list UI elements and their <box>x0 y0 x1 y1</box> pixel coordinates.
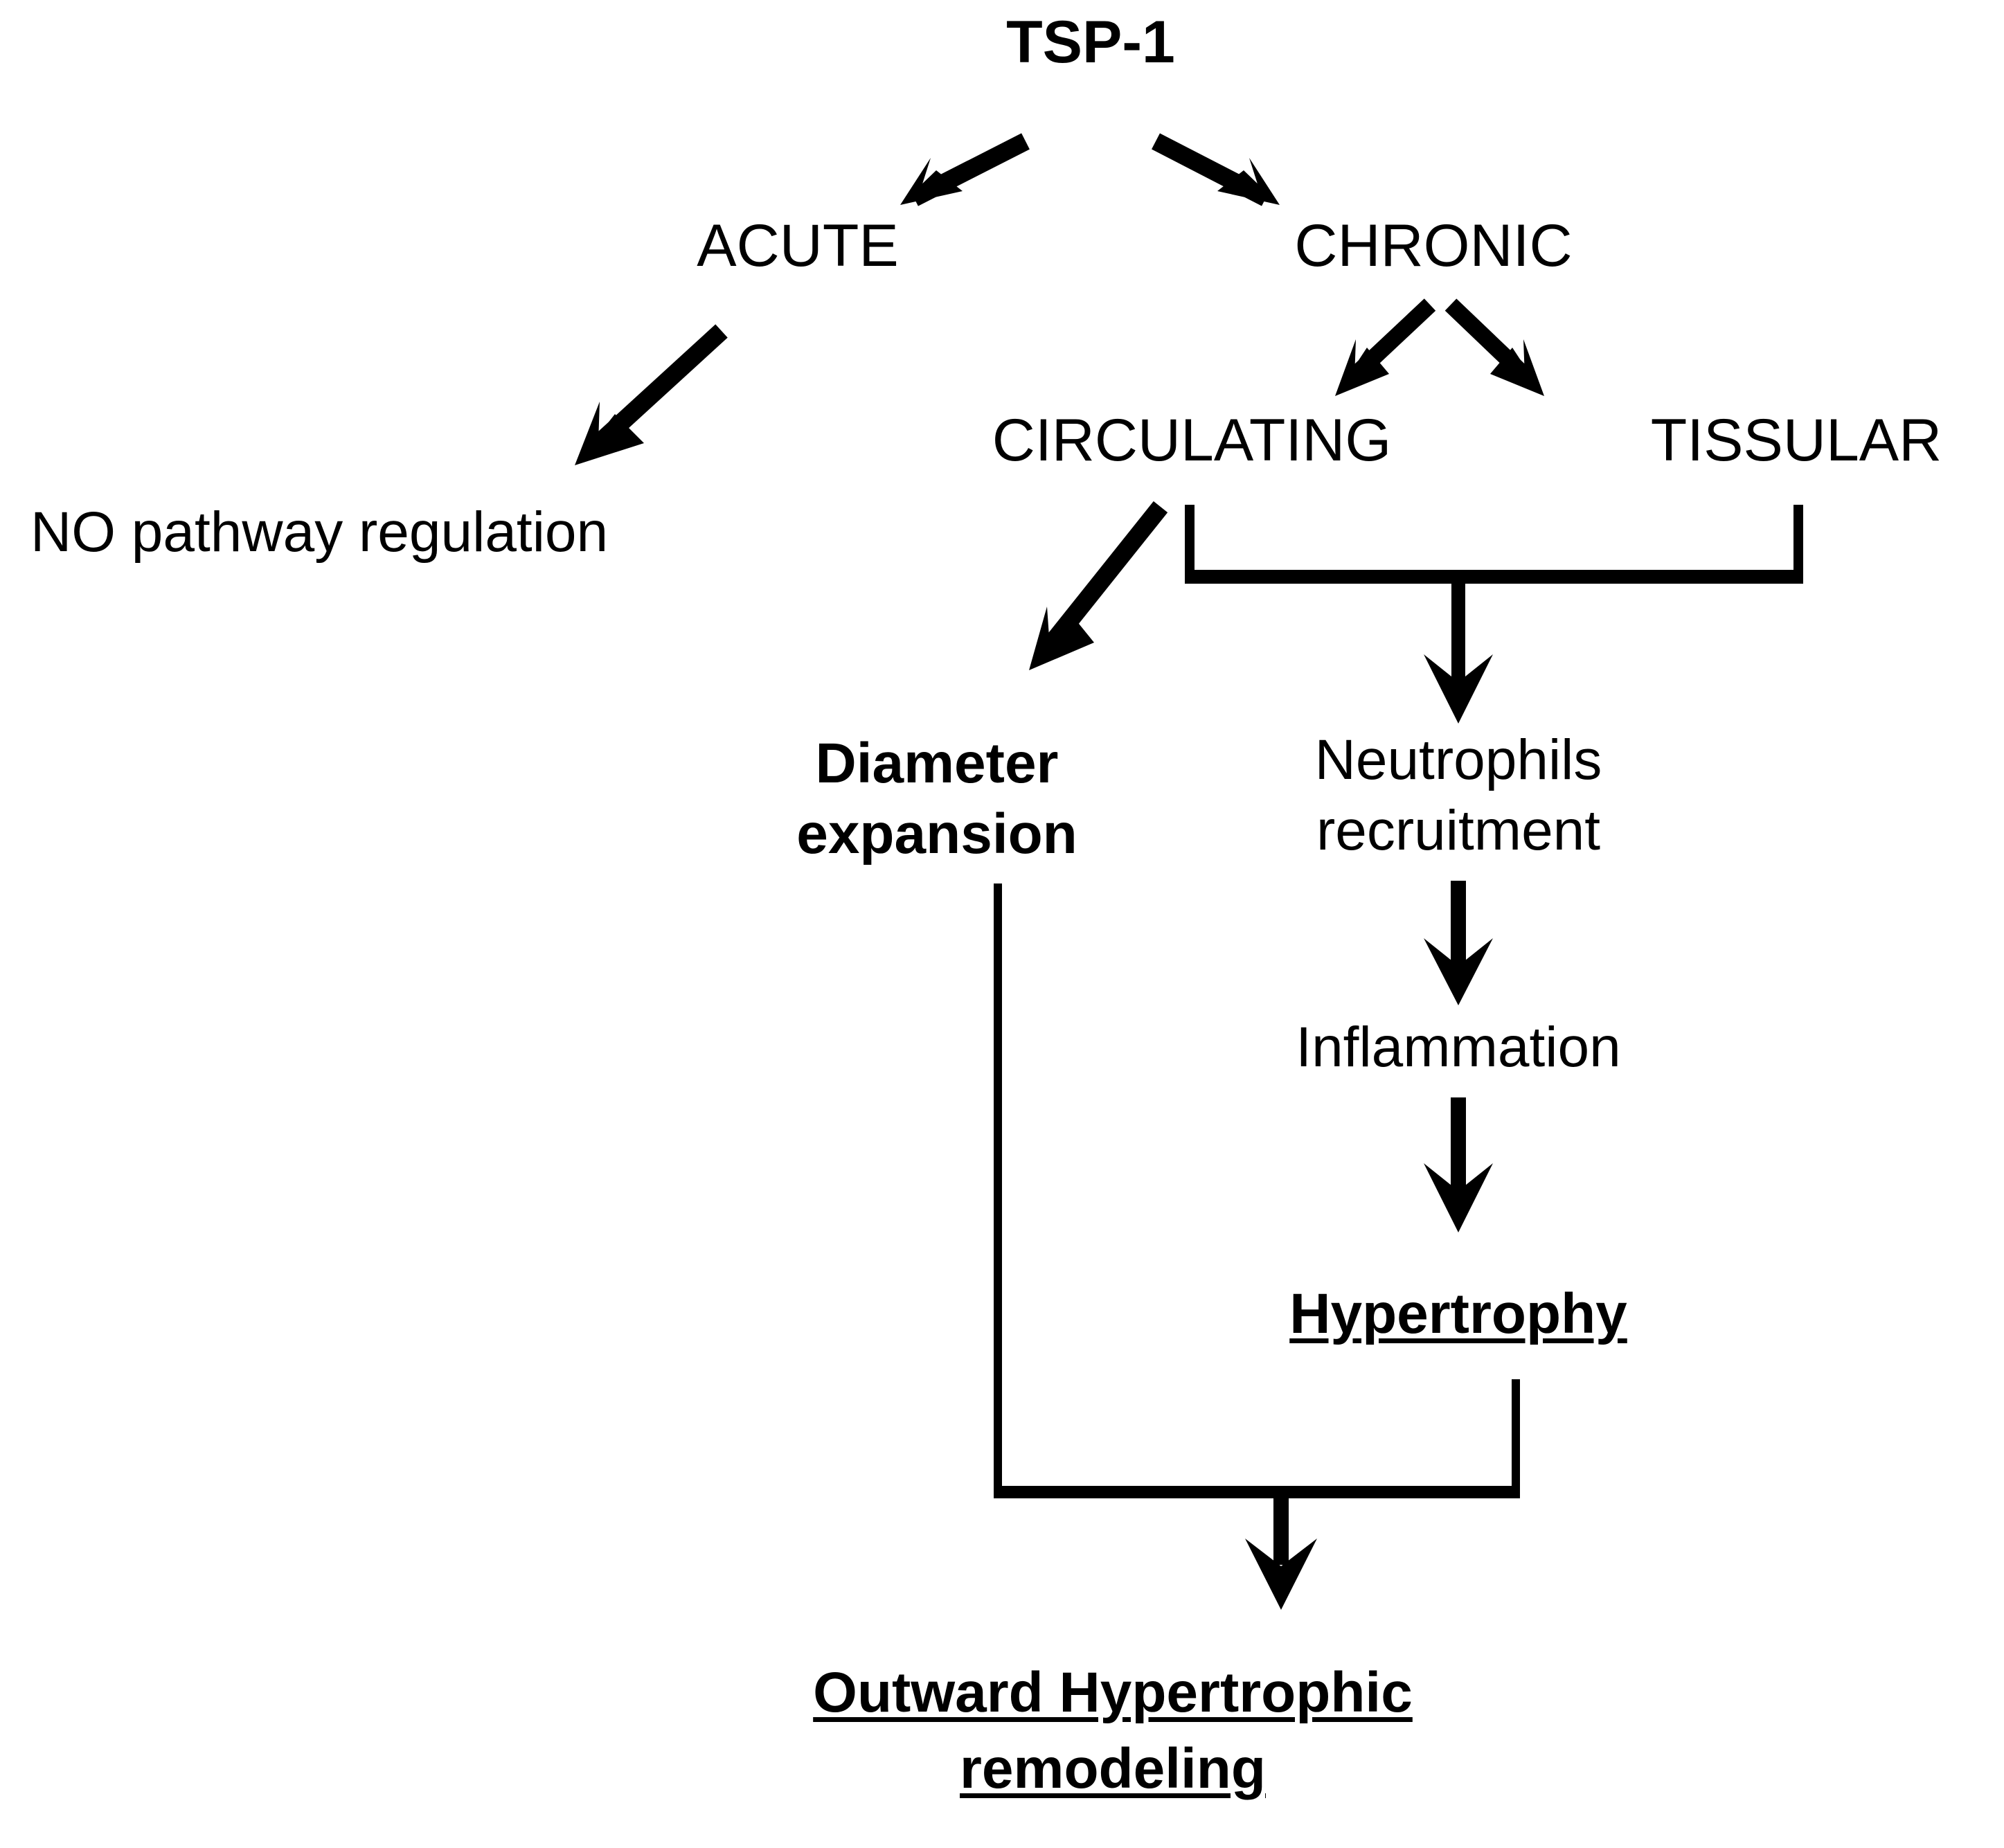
node-circulating: CIRCULATING <box>992 407 1392 474</box>
edge-acute-to-no-pathway <box>575 324 728 465</box>
node-outcome-line1: Outward Hypertrophic <box>813 1661 1413 1724</box>
node-diameter-line1: Diameter <box>815 732 1059 795</box>
edge-circulating-to-diameter <box>1029 501 1168 670</box>
edge-chronic-to-circulating <box>1335 298 1436 396</box>
node-chronic: CHRONIC <box>1294 213 1573 279</box>
node-acute: ACUTE <box>697 213 899 279</box>
edge-inflammation-to-hypertrophy <box>1424 1097 1493 1232</box>
node-neutrophils-line1: Neutrophils <box>1314 728 1602 791</box>
node-neutrophils-line2: recruitment <box>1316 799 1601 862</box>
edge-bracket-to-outcome <box>1245 1492 1317 1610</box>
edge-bracket-to-neutrophils <box>1424 577 1493 724</box>
bracket-circulating-tissular <box>1185 505 1803 584</box>
edge-chronic-to-tissular <box>1444 298 1544 396</box>
edge-tsp1-to-acute <box>900 133 1030 206</box>
edge-tsp1-to-chronic <box>1152 133 1280 206</box>
edge-neutrophils-to-inflammation <box>1424 881 1493 1005</box>
node-inflammation: Inflammation <box>1296 1016 1621 1079</box>
node-no-pathway-regulation: NO pathway regulation <box>30 501 609 564</box>
node-outcome-line2: remodeling <box>960 1737 1266 1800</box>
node-hypertrophy: Hypertrophy <box>1289 1282 1627 1345</box>
node-diameter-line2: expansion <box>796 802 1077 865</box>
node-tsp1: TSP-1 <box>1006 9 1175 75</box>
node-tissular: TISSULAR <box>1650 407 1942 474</box>
